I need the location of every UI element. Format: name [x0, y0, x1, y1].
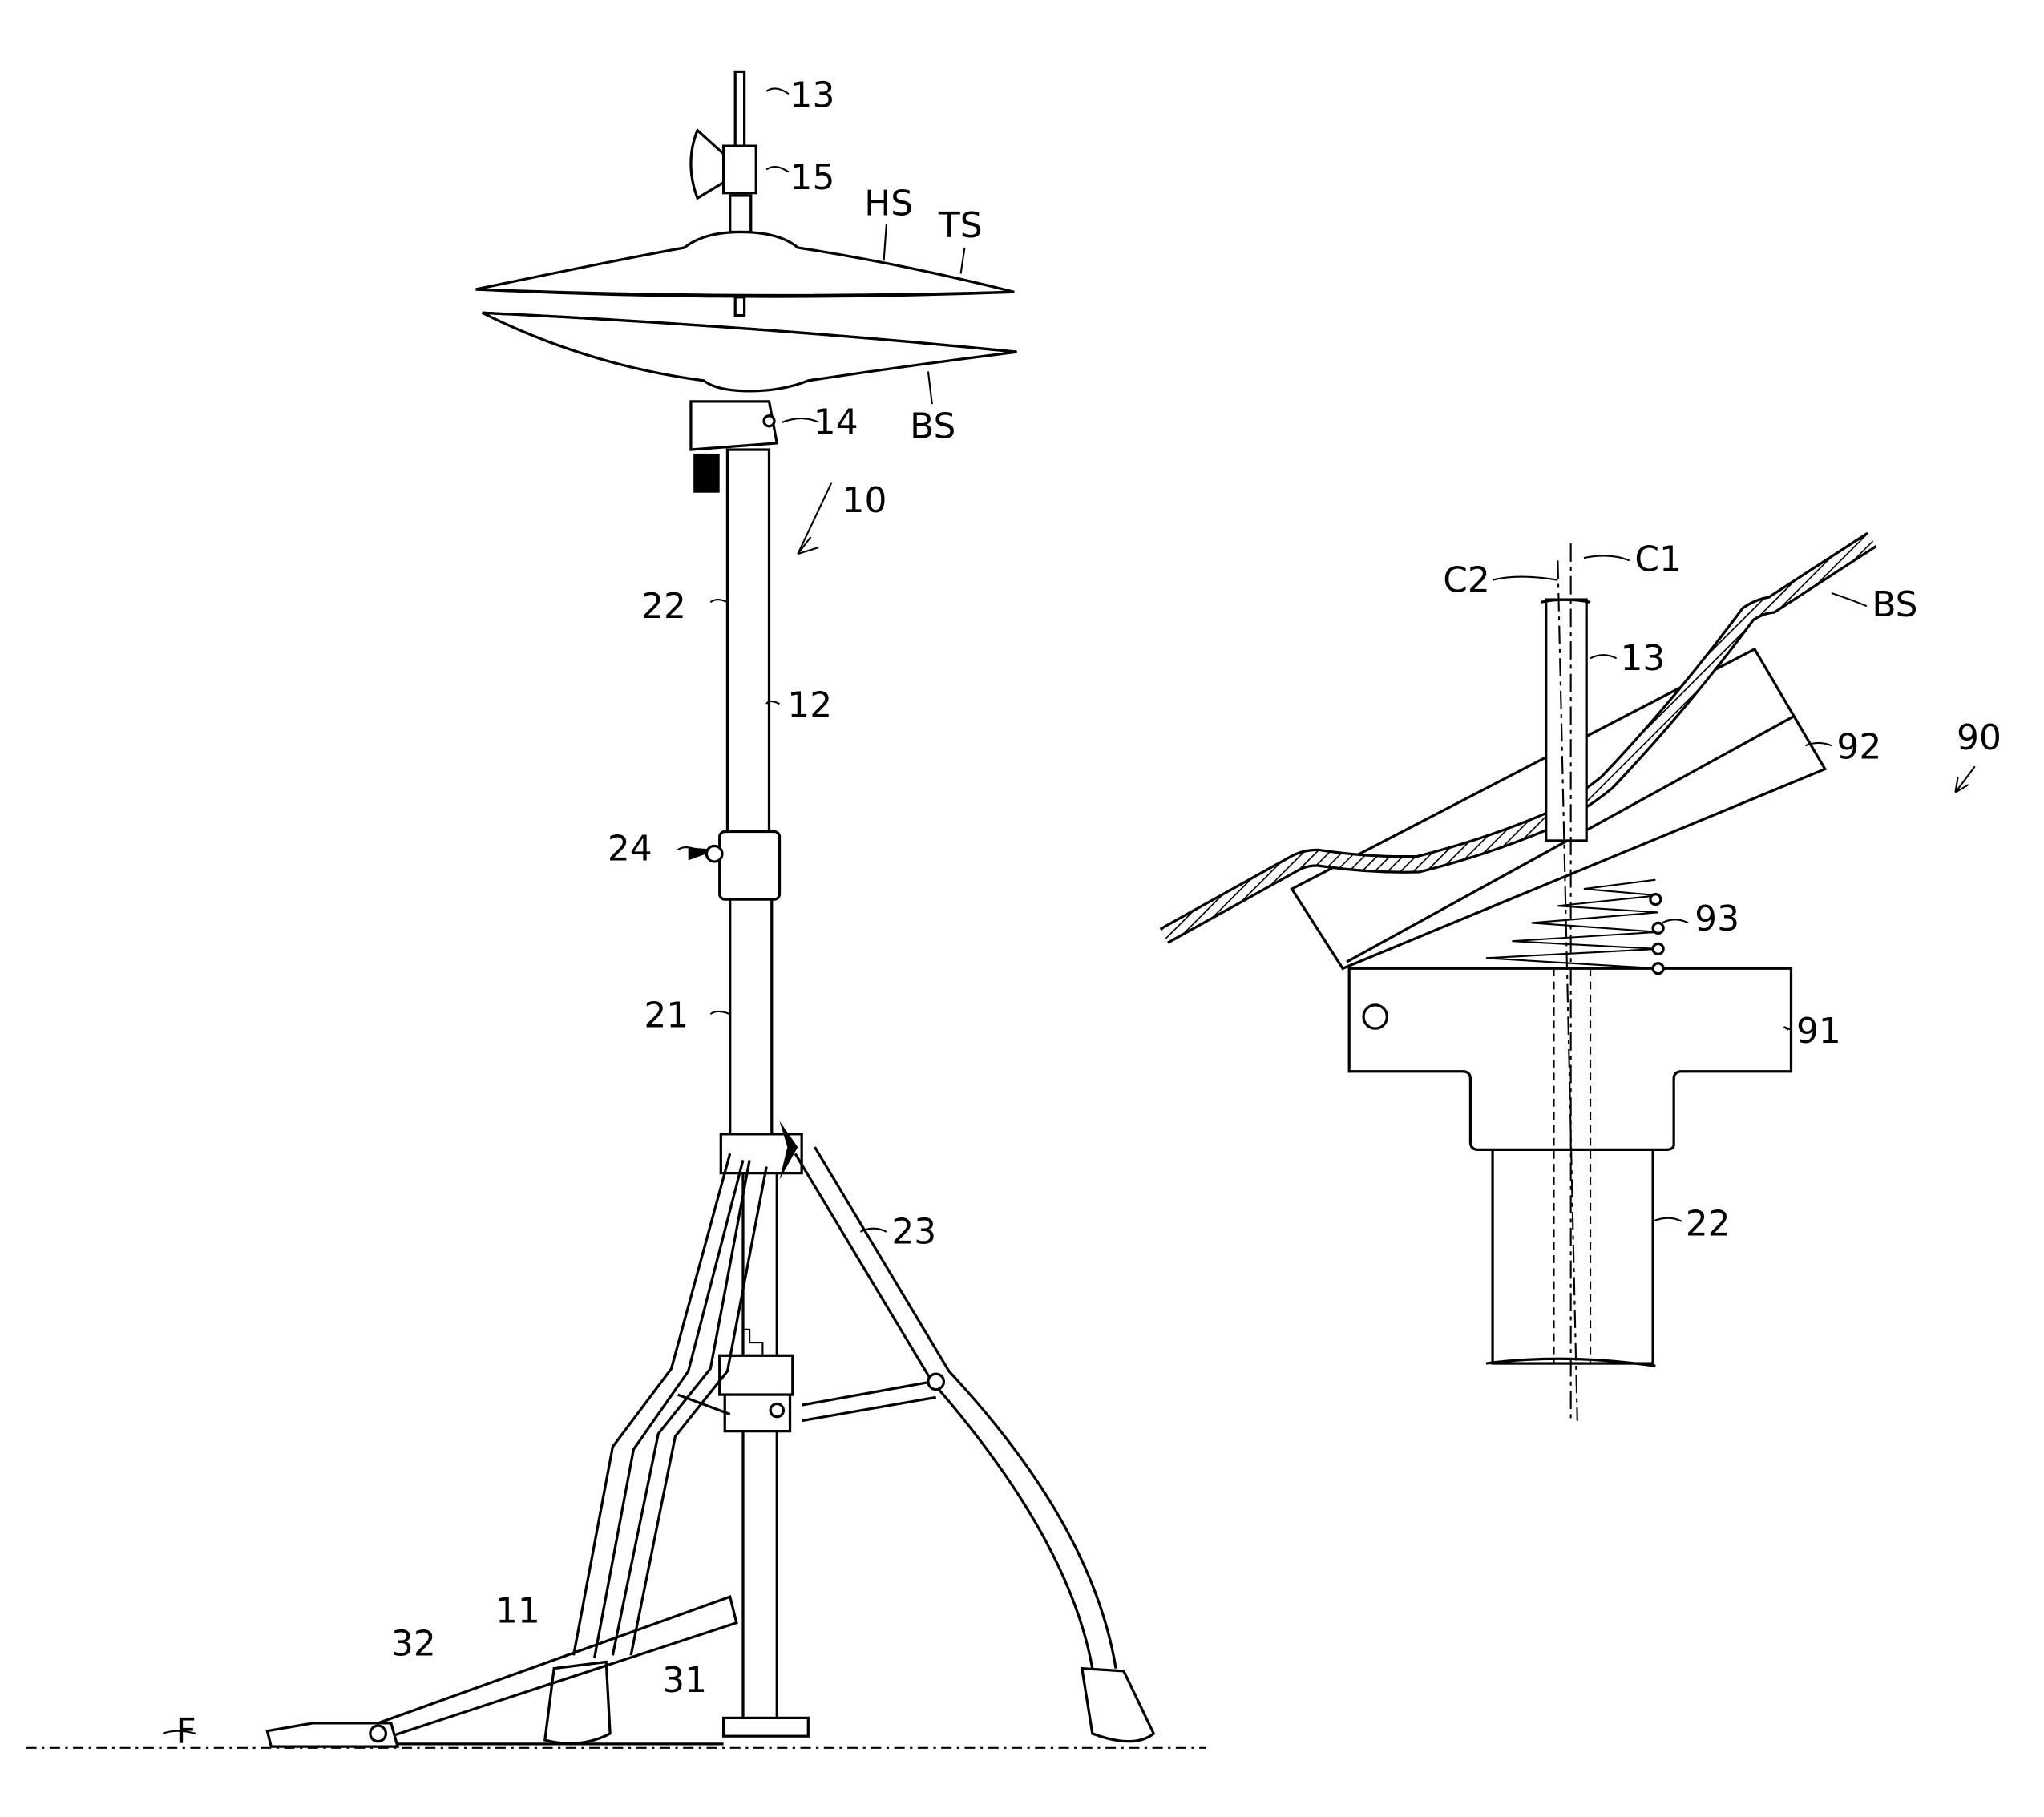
pedal-32 — [265, 1722, 400, 1748]
rod-13-detail — [1545, 598, 1588, 842]
left-figure-labels: 13 15 HS TS 14 BS 10 22 12 24 21 23 11 3… — [162, 75, 983, 1751]
top-cymbal — [475, 230, 1015, 297]
leg-left-1 — [572, 1153, 745, 1658]
label-24: 24 — [608, 828, 652, 869]
label-13-detail: 13 — [1620, 638, 1665, 679]
label-11: 11 — [495, 1591, 540, 1632]
label-12: 12 — [787, 684, 832, 725]
frame-11 — [378, 1595, 738, 1738]
label-c2: C2 — [1443, 559, 1490, 600]
label-10: 10 — [842, 480, 887, 521]
axis-c2 — [1557, 560, 1578, 1421]
detail-figure — [1159, 531, 1976, 1421]
foot-left — [543, 1660, 612, 1745]
hihat-stand — [26, 70, 1206, 1749]
label-21: 21 — [644, 995, 689, 1036]
lower-pipe-21 — [729, 898, 774, 1136]
label-92: 92 — [1836, 726, 1881, 767]
clamp-15 — [721, 144, 757, 195]
label-32: 32 — [391, 1623, 436, 1664]
brace — [677, 1380, 936, 1423]
label-bs: BS — [910, 406, 955, 446]
label-bs-detail: BS — [1872, 584, 1917, 625]
label-31: 31 — [662, 1660, 707, 1701]
clutch-14 — [689, 400, 779, 451]
label-hs: HS — [864, 183, 913, 224]
foot-right — [1080, 1666, 1156, 1743]
label-22-detail: 22 — [1686, 1204, 1731, 1245]
label-14: 14 — [814, 402, 858, 443]
label-90: 90 — [1957, 717, 2002, 758]
label-ts: TS — [938, 205, 983, 246]
label-93: 93 — [1695, 898, 1739, 939]
label-91: 91 — [1796, 1011, 1841, 1052]
height-clamp-24 — [718, 830, 782, 901]
label-23: 23 — [891, 1211, 936, 1252]
spring-93 — [1466, 878, 1658, 970]
upper-pipe-22 — [725, 448, 771, 836]
right-figure-labels: C1 C2 13 BS 92 90 93 91 22 — [1443, 539, 2002, 1244]
label-c1: C1 — [1634, 539, 1682, 579]
bottom-cymbal — [482, 311, 1017, 393]
leg-right — [794, 1146, 1117, 1669]
label-15: 15 — [790, 157, 835, 198]
wing-knob — [689, 127, 725, 200]
label-22: 22 — [641, 586, 686, 627]
label-13: 13 — [790, 75, 835, 115]
